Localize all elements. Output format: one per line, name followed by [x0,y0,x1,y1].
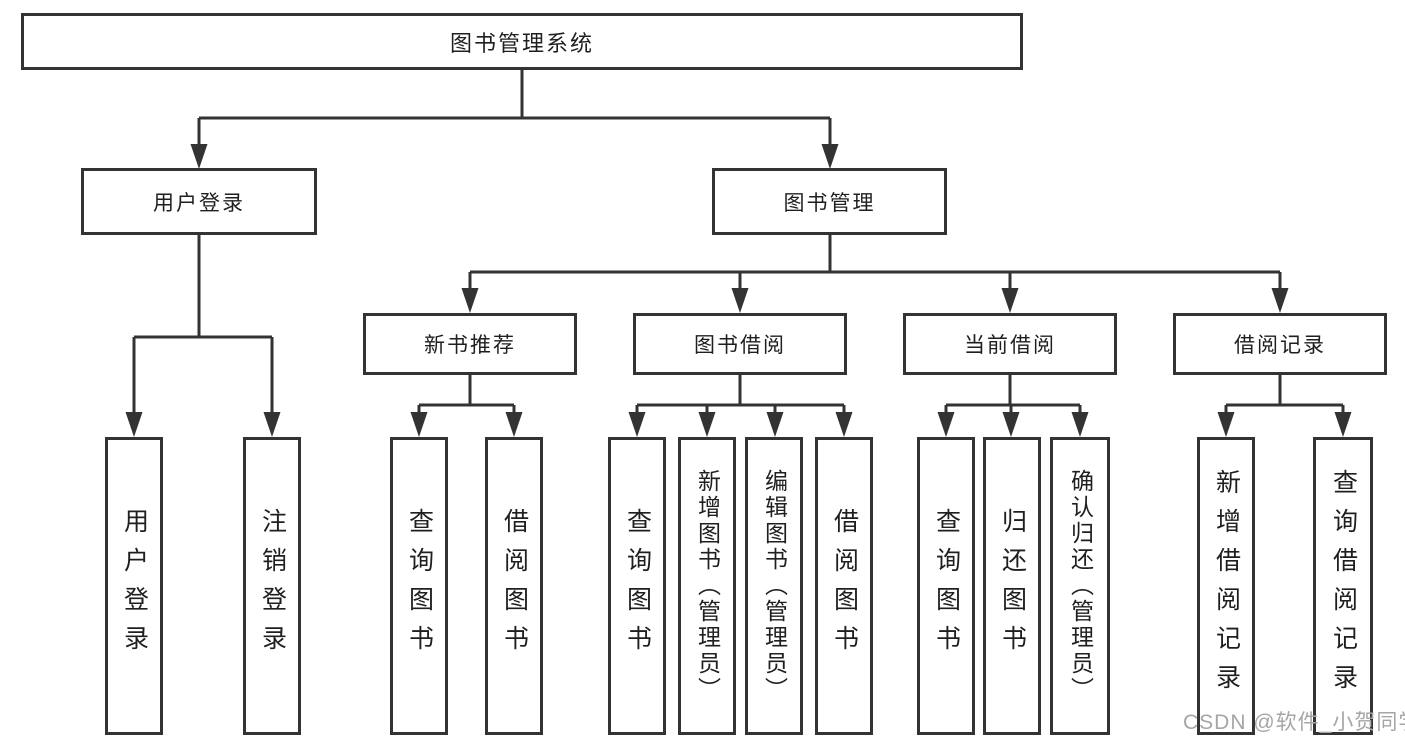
arrow-down-icon [1217,412,1235,437]
arrow-down-icon [698,412,716,437]
leaf-label: 注销登录 [258,508,287,664]
leaf-add-book-admin: 新增图书（管理员） [678,437,736,735]
arrow-down-icon [505,412,523,437]
arrow-down-icon [1071,412,1089,437]
arrow-down-icon [125,412,143,437]
node-label: 新书推荐 [424,334,516,357]
node-new-book-recommendation: 新书推荐 [363,313,577,375]
arrow-down-icon [1002,412,1020,437]
connector-current-borrow-split [937,375,1089,437]
connector-borrow-records-split [1217,375,1352,437]
watermark-text: CSDN @软件_小贺同学 [1183,711,1405,734]
leaf-label: 用户登录 [120,508,149,664]
leaf-label: 编辑图书（管理员） [761,469,788,703]
leaf-return-books: 归还图书 [983,437,1041,735]
node-label: 用户登录 [153,191,245,215]
node-book-borrowing: 图书借阅 [633,313,847,375]
node-label: 图书管理系统 [449,30,594,56]
leaf-label: 归还图书 [998,508,1027,664]
connector-user-login-split [125,235,281,437]
arrow-down-icon [766,412,784,437]
leaf-query-books-recommend: 查询图书 [390,437,448,735]
leaf-label: 查询图书 [623,508,652,664]
arrow-down-icon [937,412,955,437]
arrow-down-icon [190,144,208,169]
leaf-label: 查询图书 [932,508,961,664]
leaf-borrow-books-recommend: 借阅图书 [485,437,543,735]
arrow-down-icon [410,412,428,437]
node-user-login: 用户登录 [81,168,317,235]
leaf-label: 查询图书 [405,508,434,664]
leaf-label: 新增图书（管理员） [694,469,721,703]
leaf-borrow-books: 借阅图书 [815,437,873,735]
arrow-down-icon [731,288,749,313]
leaf-confirm-return-admin: 确认归还（管理员） [1050,437,1110,735]
arrow-down-icon [263,412,281,437]
arrow-down-icon [461,288,479,313]
connector-root-split [190,70,839,169]
arrow-down-icon [1001,288,1019,313]
leaf-query-books-borrow: 查询图书 [608,437,666,735]
leaf-label: 借阅图书 [500,508,529,664]
connector-book-management-split [461,234,1289,313]
node-label: 当前借阅 [964,334,1056,357]
leaf-logout: 注销登录 [243,437,301,735]
leaf-user-login: 用户登录 [105,437,163,735]
node-current-borrowing: 当前借阅 [903,313,1117,375]
leaf-query-borrow-record: 查询借阅记录 [1313,437,1373,735]
arrow-down-icon [821,144,839,169]
arrow-down-icon [835,412,853,437]
leaf-label: 新增借阅记录 [1212,469,1241,703]
node-label: 图书管理 [783,191,876,215]
connector-book-borrow-split [628,375,853,437]
node-label: 借阅记录 [1234,334,1326,357]
node-book-management: 图书管理 [712,168,947,235]
node-label: 图书借阅 [694,334,786,357]
connector-new-book-split [410,375,523,437]
leaf-edit-book-admin: 编辑图书（管理员） [745,437,803,735]
leaf-label: 查询借阅记录 [1329,469,1358,703]
leaf-add-borrow-record: 新增借阅记录 [1197,437,1255,735]
arrow-down-icon [1271,288,1289,313]
leaf-label: 确认归还（管理员） [1067,469,1094,703]
leaf-query-books-current: 查询图书 [917,437,975,735]
node-library-system: 图书管理系统 [21,13,1023,70]
arrow-down-icon [628,412,646,437]
node-borrowing-records: 借阅记录 [1173,313,1387,375]
arrow-down-icon [1334,412,1352,437]
leaf-label: 借阅图书 [830,508,859,664]
